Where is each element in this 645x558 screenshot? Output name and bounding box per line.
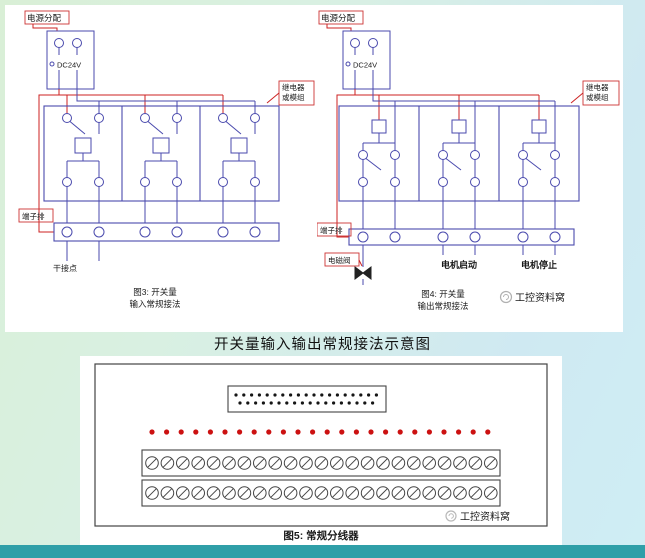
relay-module-box (43, 105, 280, 202)
dc24v-label: DC24V (57, 61, 81, 70)
svg-text:或模组: 或模组 (586, 92, 609, 102)
figure5-caption: 图5: 常规分线器 (283, 529, 359, 542)
terminal-circles (61, 226, 261, 238)
svg-text:端子排: 端子排 (22, 211, 45, 221)
page-title: 开关量输入输出常规接法示意图 (214, 337, 431, 353)
terminal-strip-label: 端子排 (317, 222, 352, 237)
splitter-outline (94, 363, 548, 527)
dc24v-label: DC24V (353, 61, 377, 70)
blue-return-bus (76, 89, 256, 114)
terminal-strip (348, 228, 575, 246)
terminal-circles (357, 231, 561, 243)
connector-pin-row-bottom (238, 401, 375, 405)
blue-return-bus (372, 89, 556, 143)
terminal-row-2-outline (141, 479, 501, 507)
splitter-panel: 工控资料窝 图5: 常规分线器 (80, 356, 562, 546)
relay-module-label: 继电器 或模组 (266, 80, 315, 106)
figure3-input-wiring-diagram: 电源分配 DC24V (18, 10, 315, 309)
connector-pin-row-top (234, 393, 378, 397)
figure4-caption-line1: 图4: 开关量 (421, 289, 465, 299)
power-distribution-label: 电源分配 (24, 10, 70, 31)
relay-cells (358, 119, 560, 229)
svg-text:电源分配: 电源分配 (321, 13, 356, 23)
solenoid-valve (354, 245, 372, 285)
motor-stop-label: 电机停止 (521, 259, 557, 270)
svg-text:电磁阀: 电磁阀 (328, 255, 351, 265)
relay-cells (62, 113, 260, 223)
terminal-row-1-outline (141, 449, 501, 477)
screw-terminals (145, 456, 498, 500)
watermark-text: 工控资料窝 (515, 291, 565, 304)
terminal-strip (53, 222, 280, 242)
footer-bar (0, 545, 645, 558)
power-supply-box (342, 30, 391, 90)
figure3-caption-line1: 图3: 开关量 (133, 287, 177, 297)
svg-text:端子排: 端子排 (320, 225, 343, 235)
watermark: 工控资料窝 (499, 290, 565, 304)
svg-text:继电器: 继电器 (586, 82, 609, 92)
power-distribution-label: 电源分配 (318, 10, 364, 31)
power-supply-box (46, 30, 95, 90)
watermark-text: 工控资料窝 (460, 510, 510, 523)
dry-contact-leads (66, 241, 100, 261)
figure5-splitter-diagram: 工控资料窝 图5: 常规分线器 (94, 363, 548, 542)
indicator-dot-row (149, 429, 491, 435)
terminal-strip-label: 端子排 (18, 208, 54, 223)
figure4-caption-line2: 输出常规接法 (417, 301, 468, 311)
wiring-diagrams-panel: 电源分配 DC24V (5, 5, 623, 332)
relay-module-box (338, 105, 580, 202)
watermark-logo-icon (499, 290, 513, 304)
relay-label-line2: 或模组 (282, 92, 305, 102)
watermark: 工控资料窝 (445, 510, 510, 523)
motor-leads (442, 245, 556, 255)
power-distribution-text: 电源分配 (27, 13, 62, 23)
db-connector (227, 385, 387, 413)
relay-label-line1: 继电器 (282, 82, 305, 92)
solenoid-valve-label: 电磁阀 (324, 252, 363, 267)
figure3-caption-line2: 输入常规接法 (129, 299, 180, 309)
dry-contact-label: 干接点 (53, 263, 77, 273)
red-power-bus (38, 89, 224, 233)
figure4-output-wiring-diagram: 电源分配 DC24V 继电器 或模组 (317, 10, 620, 311)
motor-start-label: 电机启动 (441, 259, 477, 270)
watermark-logo-icon (445, 510, 457, 522)
relay-module-label: 继电器 或模组 (570, 80, 620, 106)
red-power-bus (336, 89, 540, 238)
